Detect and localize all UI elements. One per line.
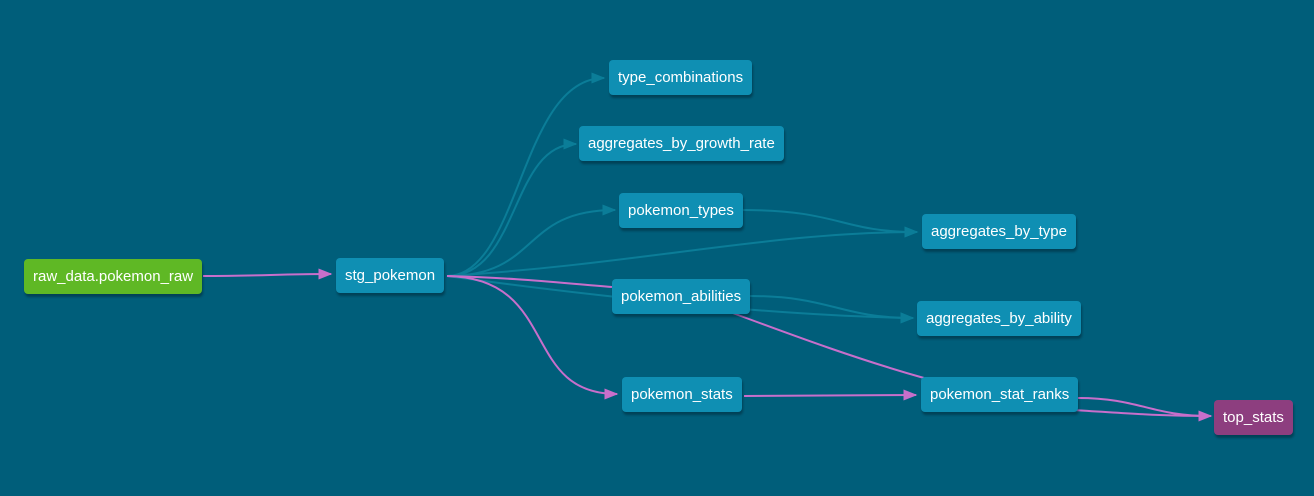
node-stg-pokemon[interactable]: stg_pokemon xyxy=(336,258,445,293)
edge-stg-pokemon-to-type-combinations xyxy=(446,72,606,277)
edge-stg-pokemon-to-pokemon-stats xyxy=(446,275,619,400)
edge-pokemon-stat-ranks-to-top-stats-b xyxy=(1071,409,1212,417)
node-aggregates-by-growth-rate[interactable]: aggregates_by_growth_rate xyxy=(579,126,784,161)
node-pokemon-types[interactable]: pokemon_types xyxy=(619,193,743,228)
node-type-combinations[interactable]: type_combinations xyxy=(609,60,753,95)
edge-pokemon-abilities-to-pokemon-stat-ranks xyxy=(729,311,925,379)
edge-stg-pokemon-to-pokemon-abilities xyxy=(446,275,613,288)
node-aggregates-by-type[interactable]: aggregates_by_type xyxy=(922,214,1076,249)
node-pokemon-stats[interactable]: pokemon_stats xyxy=(622,377,742,412)
node-aggregates-by-ability[interactable]: aggregates_by_ability xyxy=(917,301,1081,336)
edge-stg-pokemon-to-aggregates-by-growth-rate xyxy=(446,138,578,277)
edge-pokemon-stats-to-pokemon-stat-ranks xyxy=(743,389,918,401)
edge-pokemon-abilities-to-aggregates-by-ability xyxy=(749,295,915,324)
node-pokemon-abilities[interactable]: pokemon_abilities xyxy=(612,279,751,314)
edge-raw-data-to-stg-pokemon xyxy=(202,268,333,280)
node-raw-data-pokemon-raw[interactable]: raw_data.pokemon_raw xyxy=(24,259,203,294)
node-top-stats[interactable]: top_stats xyxy=(1214,400,1293,435)
edge-stg-pokemon-to-aggregates-by-type xyxy=(446,226,919,277)
node-pokemon-stat-ranks[interactable]: pokemon_stat_ranks xyxy=(921,377,1079,412)
edge-pokemon-types-to-aggregates-by-type xyxy=(741,209,919,238)
